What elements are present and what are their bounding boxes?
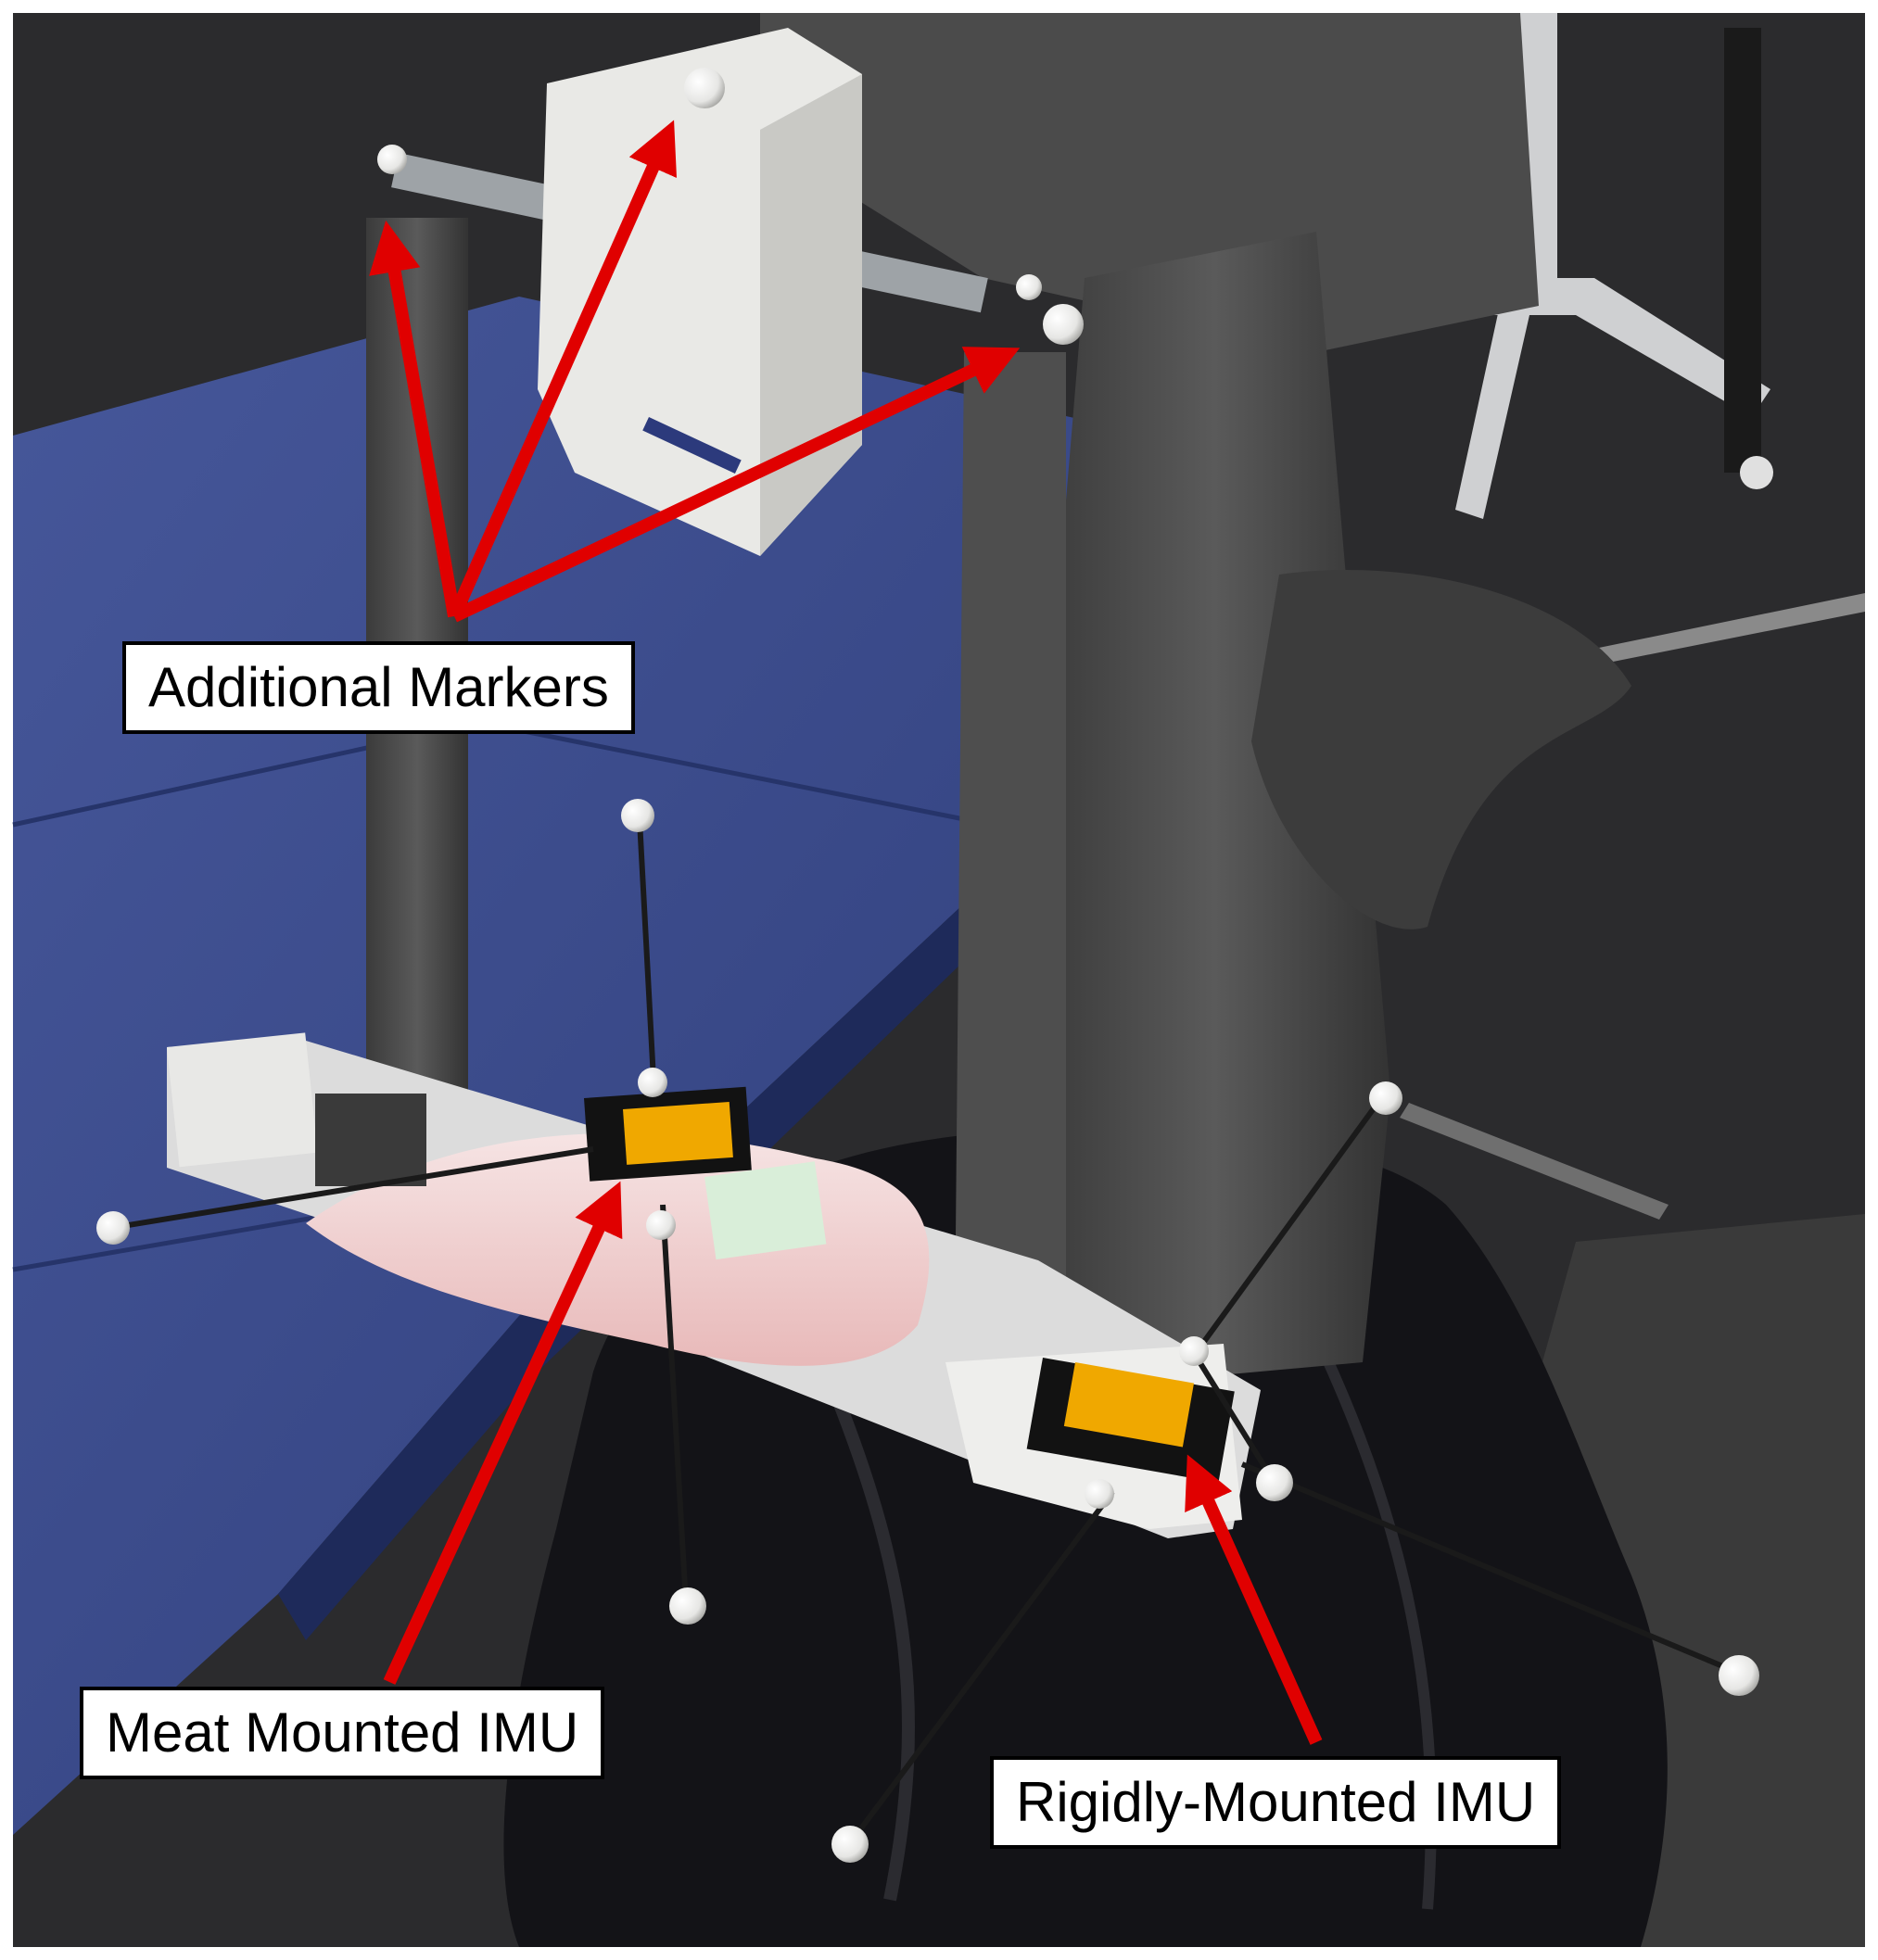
marker-ball [646, 1210, 676, 1240]
marker-ball [96, 1211, 130, 1245]
reflective-markers [96, 68, 1759, 1863]
arrow-to-rigid-imu [1185, 1454, 1323, 1745]
end-clamp-block [166, 1032, 318, 1168]
left-post-base [315, 1094, 426, 1186]
marker-ball [1085, 1479, 1114, 1509]
cloth-fold [828, 1387, 915, 1902]
top-foam-beam [760, 13, 1539, 352]
arrow-to-meat-imu [383, 1181, 623, 1685]
arrow-to-top-marker [448, 120, 678, 619]
marker-ball [669, 1587, 706, 1625]
right-foam-column [1038, 232, 1390, 1390]
floor-line [1594, 593, 1865, 665]
arrow-to-left-marker [369, 220, 461, 618]
arrow-to-right-marker [450, 347, 1021, 623]
marker-ball [1256, 1464, 1293, 1501]
marker-ball [1719, 1655, 1759, 1696]
floor-line-2 [1400, 1103, 1669, 1220]
marker-ball [684, 68, 725, 108]
block-stripe [642, 416, 742, 474]
callout-arrows [369, 120, 1323, 1745]
label-rigidly-mounted-imu: Rigidly-Mounted IMU [990, 1756, 1562, 1849]
marker-ball [1179, 1336, 1209, 1366]
marker-ball [1016, 274, 1042, 300]
marker-ball [638, 1068, 667, 1097]
background-chair [1455, 13, 1773, 519]
meat-label [704, 1161, 827, 1260]
marker-ball [1369, 1081, 1402, 1115]
marker-rods [110, 819, 1740, 1841]
middle-foam-post [955, 352, 1066, 1334]
tape-wrap [1251, 570, 1631, 929]
label-meat-mounted-imu: Meat Mounted IMU [80, 1687, 605, 1779]
marker-ball [377, 145, 407, 174]
label-additional-markers: Additional Markers [122, 641, 635, 734]
rigid-imu-device [1026, 1358, 1235, 1483]
marker-ball [1043, 304, 1084, 345]
marker-ball [621, 799, 654, 832]
meat-imu-device [584, 1086, 752, 1182]
marker-ball [831, 1826, 869, 1863]
